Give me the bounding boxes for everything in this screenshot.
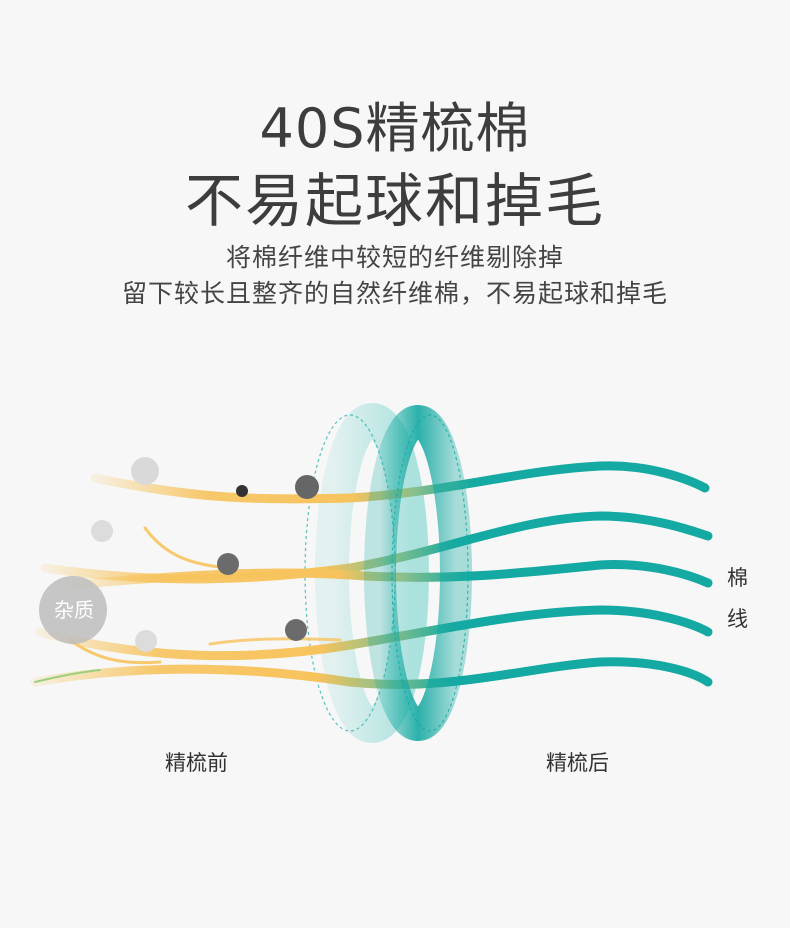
- combing-illustration: [30, 403, 713, 743]
- impurity-dots: [39, 457, 319, 652]
- description-line-1: 将棉纤维中较短的纤维剔除掉: [225, 243, 564, 272]
- side-label-cotton: 棉: [727, 566, 748, 590]
- before-combing-label: 精梳前: [165, 751, 228, 775]
- impurity-dot-icon: [236, 485, 248, 497]
- impurity-dot-icon: [131, 457, 159, 485]
- impurity-label: 杂质: [54, 598, 94, 622]
- short-fiber-2: [68, 638, 162, 665]
- fiber-4: [35, 605, 713, 661]
- headline-line-1: 40S精梳棉: [259, 97, 531, 160]
- impurity-dot-icon: [285, 619, 307, 641]
- headline-line-2: 不易起球和掉毛: [184, 167, 605, 235]
- short-fiber-4: [34, 669, 101, 683]
- after-combing-label: 精梳后: [546, 751, 609, 775]
- comb-ring-front: [364, 405, 472, 741]
- fiber-3: [65, 560, 713, 590]
- impurity-dot-icon: [295, 475, 319, 499]
- impurity-dot-icon: [217, 553, 239, 575]
- impurity-dot-icon: [91, 520, 113, 542]
- description-line-2: 留下较长且整齐的自然纤维棉，不易起球和掉毛: [121, 279, 668, 308]
- impurity-dot-icon: [135, 630, 157, 652]
- short-fiber-3: [208, 637, 342, 646]
- impurity-large-icon: [39, 576, 107, 644]
- side-label-thread: 线: [727, 607, 748, 631]
